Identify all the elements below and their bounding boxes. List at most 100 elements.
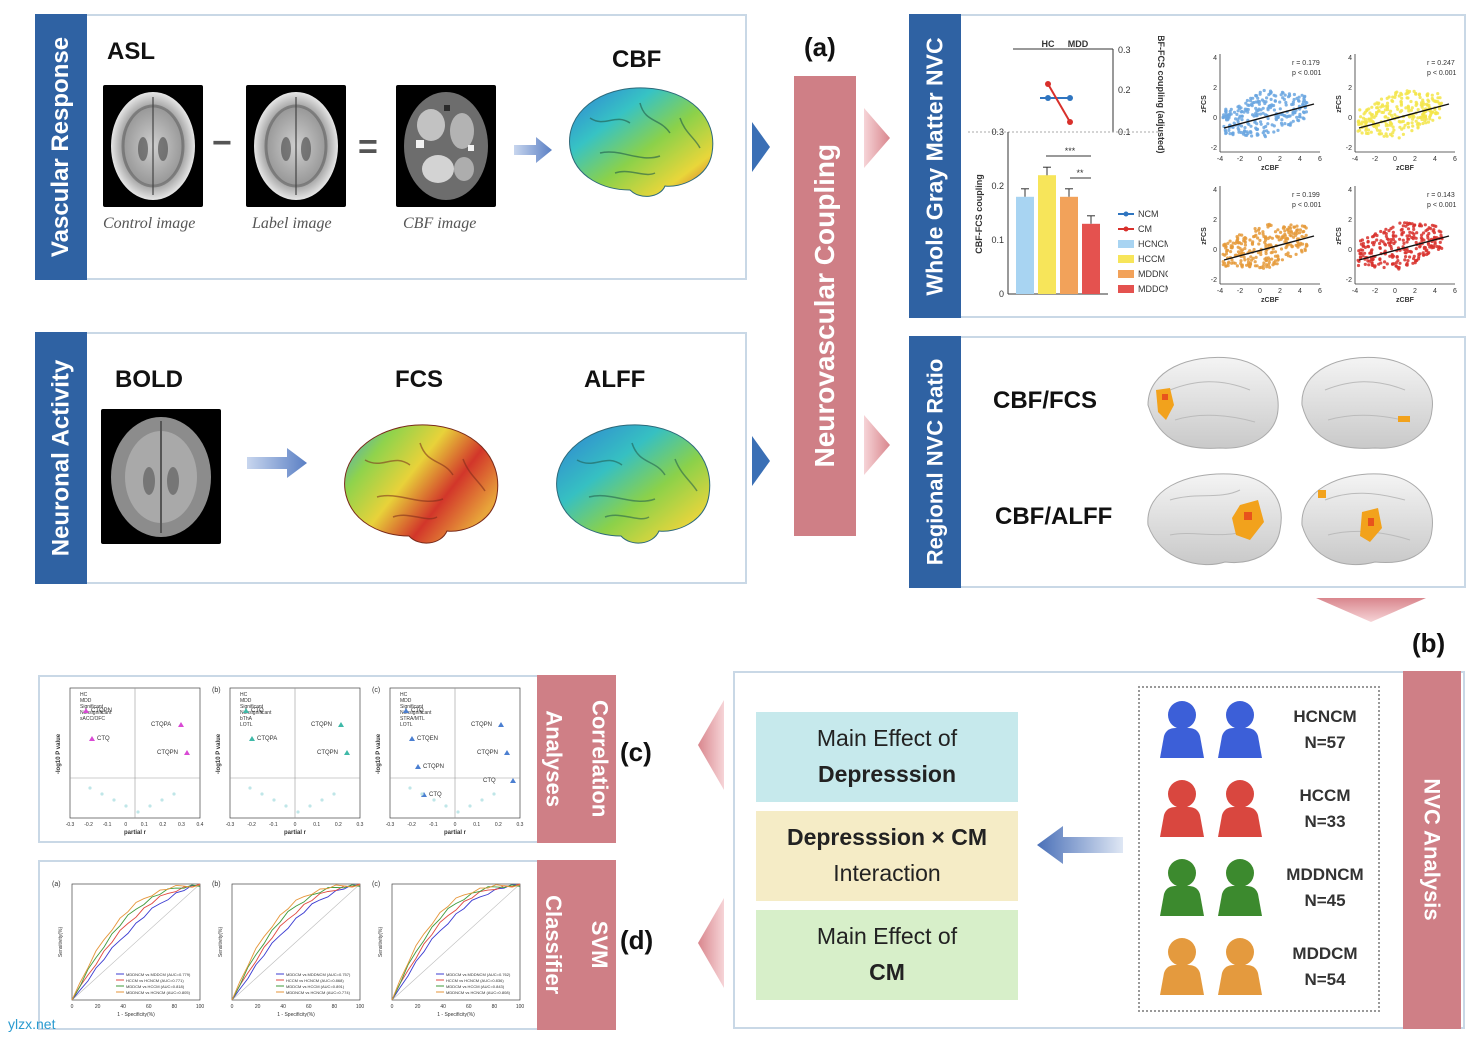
scatter-xtick: -4 [1217, 156, 1223, 163]
label-image-caption: Label image [252, 215, 332, 232]
svm-roc-plots: (a)MDDNCM vs MDDCM (AUC=0.779)HCCM vs HC… [52, 881, 525, 1018]
svm-label: SVM Classifier [540, 895, 612, 995]
bar-tick-03: 0.3 [991, 127, 1004, 137]
scatter-ytick: -2 [1346, 145, 1352, 152]
alff-brain-surface [556, 424, 711, 544]
arrow-vascular-to-coupling [752, 122, 770, 172]
roc-xlabel: 1 - Specificity(%) [117, 1012, 155, 1018]
svm-label-line2: Classifier [540, 895, 566, 995]
correlation-ylabel: -log10 P value [56, 733, 62, 774]
scatter-r-3: r = 0.199 [1292, 192, 1320, 199]
fcs-brain-medial-right [1301, 356, 1433, 449]
correlation-xtick: 0 [294, 822, 297, 828]
correlation-legend-item: bThA [240, 716, 253, 722]
roc-legend-item: MDDCM vs HCCM (AUC=0.843) [446, 984, 505, 989]
scatter-xtick: -2 [1237, 156, 1243, 163]
neurovascular-coupling-label: Neurovascular Coupling [809, 144, 841, 468]
person-icon [1156, 777, 1208, 842]
control-image [103, 85, 203, 207]
roc-xtick: 80 [492, 1004, 498, 1010]
scatter-ytick: 4 [1213, 55, 1217, 62]
coupling-bar-chart: HC MDD 0.3 0.2 0.1 CBF-FCS coupling (adj… [968, 36, 1168, 299]
correlation-sub-tag: (b) [212, 687, 221, 694]
scatter-xtick: 0 [1258, 156, 1262, 163]
correlation-point-label: CTQPA [257, 736, 277, 742]
cbf-alff-ratio-label: CBF/ALFF [995, 503, 1113, 530]
correlation-ylabel: -log10 P value [216, 733, 222, 774]
correlation-xlabel: partial r [124, 830, 147, 836]
roc-xtick: 100 [516, 1004, 525, 1010]
fcs-brain-surface [344, 424, 499, 544]
correlation-xtick: 0.4 [197, 822, 204, 828]
main-effect-cm-box: Main Effect of CM [756, 910, 1018, 1000]
roc-xtick: 100 [196, 1004, 205, 1010]
correlation-legend-item: Significant [240, 704, 264, 710]
roc-xtick: 40 [440, 1004, 446, 1010]
correlation-legend-item: HC [400, 692, 408, 698]
correlation-legend-item: Significant [400, 704, 424, 710]
arrow-neuronal-to-coupling [752, 436, 770, 486]
roc-sub-tag: (a) [52, 881, 61, 888]
roc-sub-tag: (b) [212, 881, 221, 888]
roc-legend-item: MDDCM vs HCCM (AUC=0.818) [126, 984, 185, 989]
scatter-xtick: 6 [1453, 156, 1457, 163]
correlation-legend-item: Nonsignificant [400, 710, 432, 716]
scatter-ytick: -2 [1211, 145, 1217, 152]
scatter-ytick: -2 [1346, 277, 1352, 284]
correlation-xtick: 0.1 [313, 822, 320, 828]
panel-a-tag: (a) [804, 32, 836, 62]
main-effect-cm-line2: CM [869, 959, 905, 985]
correlation-xtick: -0.3 [386, 822, 395, 828]
scatter-r-1: r = 0.179 [1292, 60, 1320, 67]
correlation-point-label: CTQ [483, 778, 496, 784]
nvc-analysis-label: NVC Analysis [1419, 778, 1445, 922]
watermark: ylzx.net [8, 1016, 56, 1032]
scatter-xtick: 6 [1318, 156, 1322, 163]
bar-tick-01: 0.1 [991, 235, 1004, 245]
bar-mddncm [1060, 196, 1078, 294]
correlation-xtick: 0.3 [357, 822, 364, 828]
roc-xtick: 60 [146, 1004, 152, 1010]
bar-hccm [1038, 175, 1056, 294]
correlation-point-label: CTQPN [471, 722, 492, 728]
fcs-label: FCS [395, 366, 443, 393]
cbf-label: CBF [612, 46, 662, 73]
correlation-legend-item: MDD [400, 698, 412, 704]
bar-plot: 0.3 0.2 0.1 0 CBF-FCS coupling *** ** [974, 127, 1108, 299]
scatter-ytick: 0 [1348, 115, 1352, 122]
correlation-legend-item: LOTL [400, 722, 413, 728]
scatter-xlabel-1: zCBF [1261, 165, 1280, 172]
roc-legend-item: MDDNCM vs HCNCM (AUC=0.805) [126, 990, 191, 995]
correlation-xtick: 0.1 [473, 822, 480, 828]
scatter-xtick: -4 [1352, 156, 1358, 163]
correlation-xtick: -0.3 [226, 822, 235, 828]
arrow-to-fcs-brain [247, 448, 307, 478]
scatter-r-4: r = 0.143 [1427, 192, 1455, 199]
correlation-xtick: 0.3 [178, 822, 185, 828]
control-image-caption: Control image [103, 215, 196, 232]
scatter-xtick: -2 [1372, 156, 1378, 163]
main-effect-depression-line2: Depresssion [817, 761, 957, 787]
correlation-plot-2: (b)HCMDDSignificantNonsignificantbThALOT… [212, 687, 364, 836]
arrow-groups-to-effects [1037, 826, 1123, 864]
person-icon [1156, 856, 1208, 921]
panel-b-tag: (b) [1412, 628, 1446, 658]
scatter-p-4: p < 0.001 [1427, 202, 1456, 209]
roc-legend-item: MDDNCM vs HCNCM (AUC=0.774) [286, 990, 351, 995]
correlation-xtick: -0.2 [247, 822, 256, 828]
group-count: N=33 [1304, 812, 1346, 832]
correlation-xtick: -0.1 [429, 822, 438, 828]
group-name: MDDNCM [1286, 865, 1364, 884]
scatter-ytick: 0 [1213, 115, 1217, 122]
correlation-xtick: -0.2 [407, 822, 416, 828]
roc-xtick: 80 [172, 1004, 178, 1010]
scatter-xtick: 4 [1298, 156, 1302, 163]
scatter-xtick: 4 [1298, 288, 1302, 295]
scatter-xtick: 6 [1453, 288, 1457, 295]
scatter-xtick: 2 [1413, 156, 1417, 163]
regional-brain-maps [1147, 356, 1433, 566]
roc-ylabel: Sensitivity(%) [58, 927, 64, 958]
scatter-xtick: 4 [1433, 288, 1437, 295]
